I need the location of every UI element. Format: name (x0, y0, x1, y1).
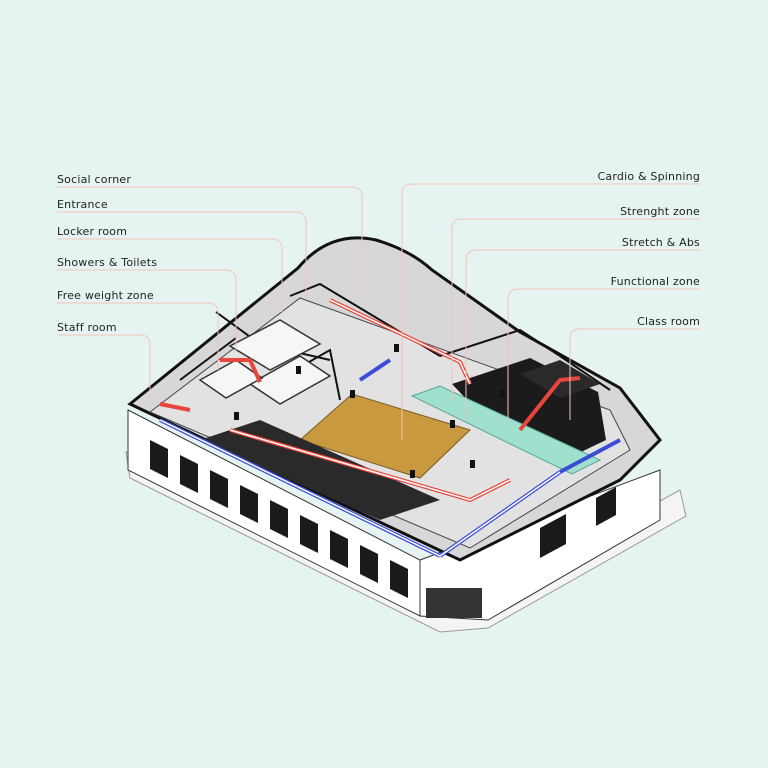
facade-windows-left (150, 440, 408, 598)
label-stretch-abs: Stretch & Abs (621, 236, 700, 249)
label-social-corner: Social corner (57, 173, 132, 186)
label-class-room: Class room (637, 315, 700, 328)
wood-floor-zone (299, 393, 471, 479)
stretch-abs-floor (410, 385, 602, 475)
ducts-red-inner (229, 299, 511, 501)
ducts-blue-inner (159, 419, 561, 557)
dark-strip-bottom (200, 420, 440, 520)
label-showers-toilets: Showers & Toilets (57, 256, 158, 269)
label-locker-room: Locker room (57, 225, 128, 238)
columns (234, 344, 505, 478)
label-entrance: Entrance (57, 198, 108, 211)
locker-showers-rooms (198, 319, 332, 405)
label-staff-room: Staff room (57, 321, 117, 334)
label-cardio-spinning: Cardio & Spinning (597, 170, 700, 183)
label-strength-zone: Strenght zone (620, 205, 700, 218)
leader-lines-left (57, 186, 363, 400)
facade-windows-right (426, 487, 616, 618)
leader-lines-right (401, 183, 700, 440)
label-functional-zone: Functional zone (610, 275, 700, 288)
label-free-weight-zone: Free weight zone (57, 289, 154, 302)
